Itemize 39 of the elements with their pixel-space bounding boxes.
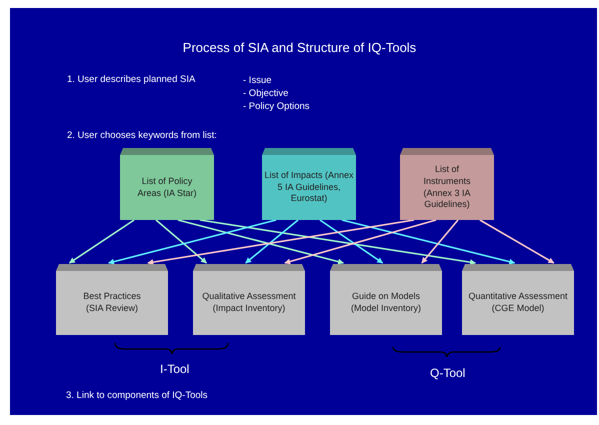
note-text: Q-Tool: [430, 366, 466, 380]
arrow: [147, 219, 414, 266]
note-text: 2. User chooses keywords from list:: [67, 130, 217, 141]
box: [193, 264, 305, 335]
note-text: - Objective: [243, 88, 288, 99]
title: Process of SIA and Structure of IQ-Tools: [182, 40, 418, 55]
box: [462, 264, 574, 335]
box-text: (SIA Review): [86, 303, 138, 315]
note-text: 1. User describes planned SIA: [67, 74, 196, 85]
note-text: - Issue: [243, 75, 272, 86]
box: [262, 148, 356, 220]
box: [330, 264, 442, 335]
arrow: [480, 219, 554, 264]
arrow: [245, 219, 299, 264]
arrow: [68, 219, 135, 264]
box-text: List of Instruments (Annex 3 IA Guidelines): [422, 164, 472, 211]
arrow: [108, 219, 276, 265]
box-text: List of Policy Areas (IA Star): [136, 176, 198, 200]
box-text: Guide on Models: [352, 291, 420, 303]
box-text: Best Practices: [83, 291, 141, 303]
box-text: (Model Inventory): [350, 303, 422, 315]
arrow: [156, 219, 207, 264]
arrow: [342, 219, 516, 265]
note-text: - Policy Options: [243, 101, 310, 112]
box-text: Qualitative Assessment: [202, 291, 296, 303]
box-text: List of Impacts (Annex 5 IA Guidelines, Eurostat): [264, 170, 354, 206]
box: [56, 264, 168, 335]
box-text: (Impact Inventory): [212, 303, 286, 315]
arrow: [178, 219, 344, 265]
box-text: (CGE Model): [492, 303, 544, 315]
box: [120, 148, 214, 220]
arrow: [200, 219, 476, 266]
arrow: [320, 219, 384, 264]
box: [400, 148, 494, 220]
note-text: 3. Link to components of IQ-Tools: [66, 390, 208, 401]
box-text: Quantitative Assessment: [468, 291, 568, 303]
note-text: I-Tool: [160, 362, 190, 376]
arrow: [284, 219, 436, 264]
arrow: [421, 219, 459, 264]
